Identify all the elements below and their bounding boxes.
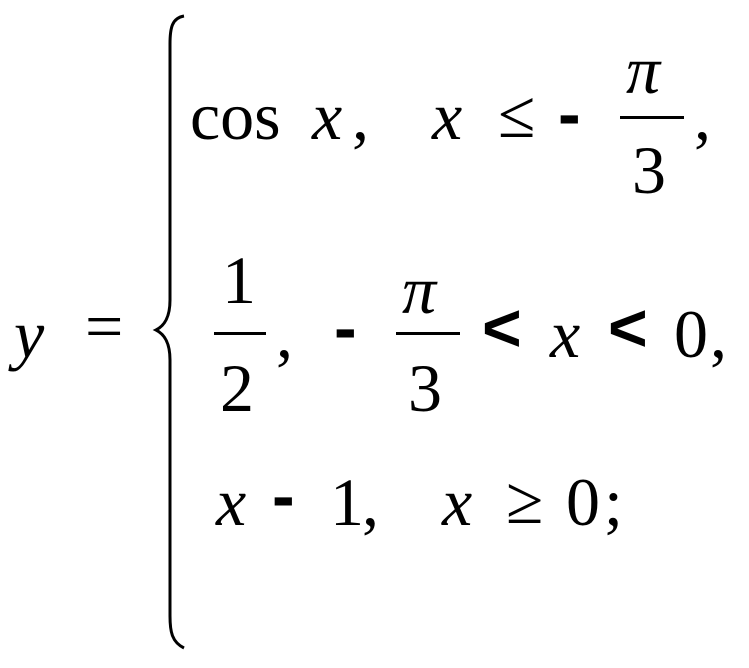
case2-fraction1-bar [214,332,266,335]
case1-minus: - [558,76,581,152]
case3-one: 1 [330,464,364,540]
case2-frac2-num: π [402,252,437,328]
case2-minus: - [334,290,357,366]
case3-comma: , [362,464,379,540]
case1-frac-den: 3 [632,132,666,208]
case2-lt2: < [608,290,648,366]
case3-minus: - [272,458,295,534]
case2-frac1-num: 1 [222,242,256,318]
case2-fraction2-bar [396,332,460,335]
case1-fraction-bar [620,116,684,119]
case3-geq: ≥ [506,462,544,538]
case3-cond-var: x [442,464,473,540]
case2-comma-end: , [710,296,727,372]
lhs-variable: y [14,296,45,372]
case1-func: cos [190,78,281,154]
case1-comma-end: , [694,78,711,154]
equals-sign: = [85,288,124,364]
case3-semicolon: ; [604,464,623,540]
case2-frac1-den: 2 [220,350,254,426]
case2-zero: 0 [674,296,708,372]
case1-var: x [312,78,343,154]
case2-lt1: < [482,290,522,366]
case1-comma: , [352,78,369,154]
case1-frac-num: π [626,32,661,108]
case2-var: x [550,296,581,372]
case2-comma: , [276,296,293,372]
case2-frac2-den: 3 [408,350,442,426]
case3-var: x [216,464,247,540]
left-brace [152,14,185,650]
case1-cond-var: x [432,78,463,154]
case1-leq: ≤ [498,76,536,152]
case3-zero: 0 [566,464,600,540]
